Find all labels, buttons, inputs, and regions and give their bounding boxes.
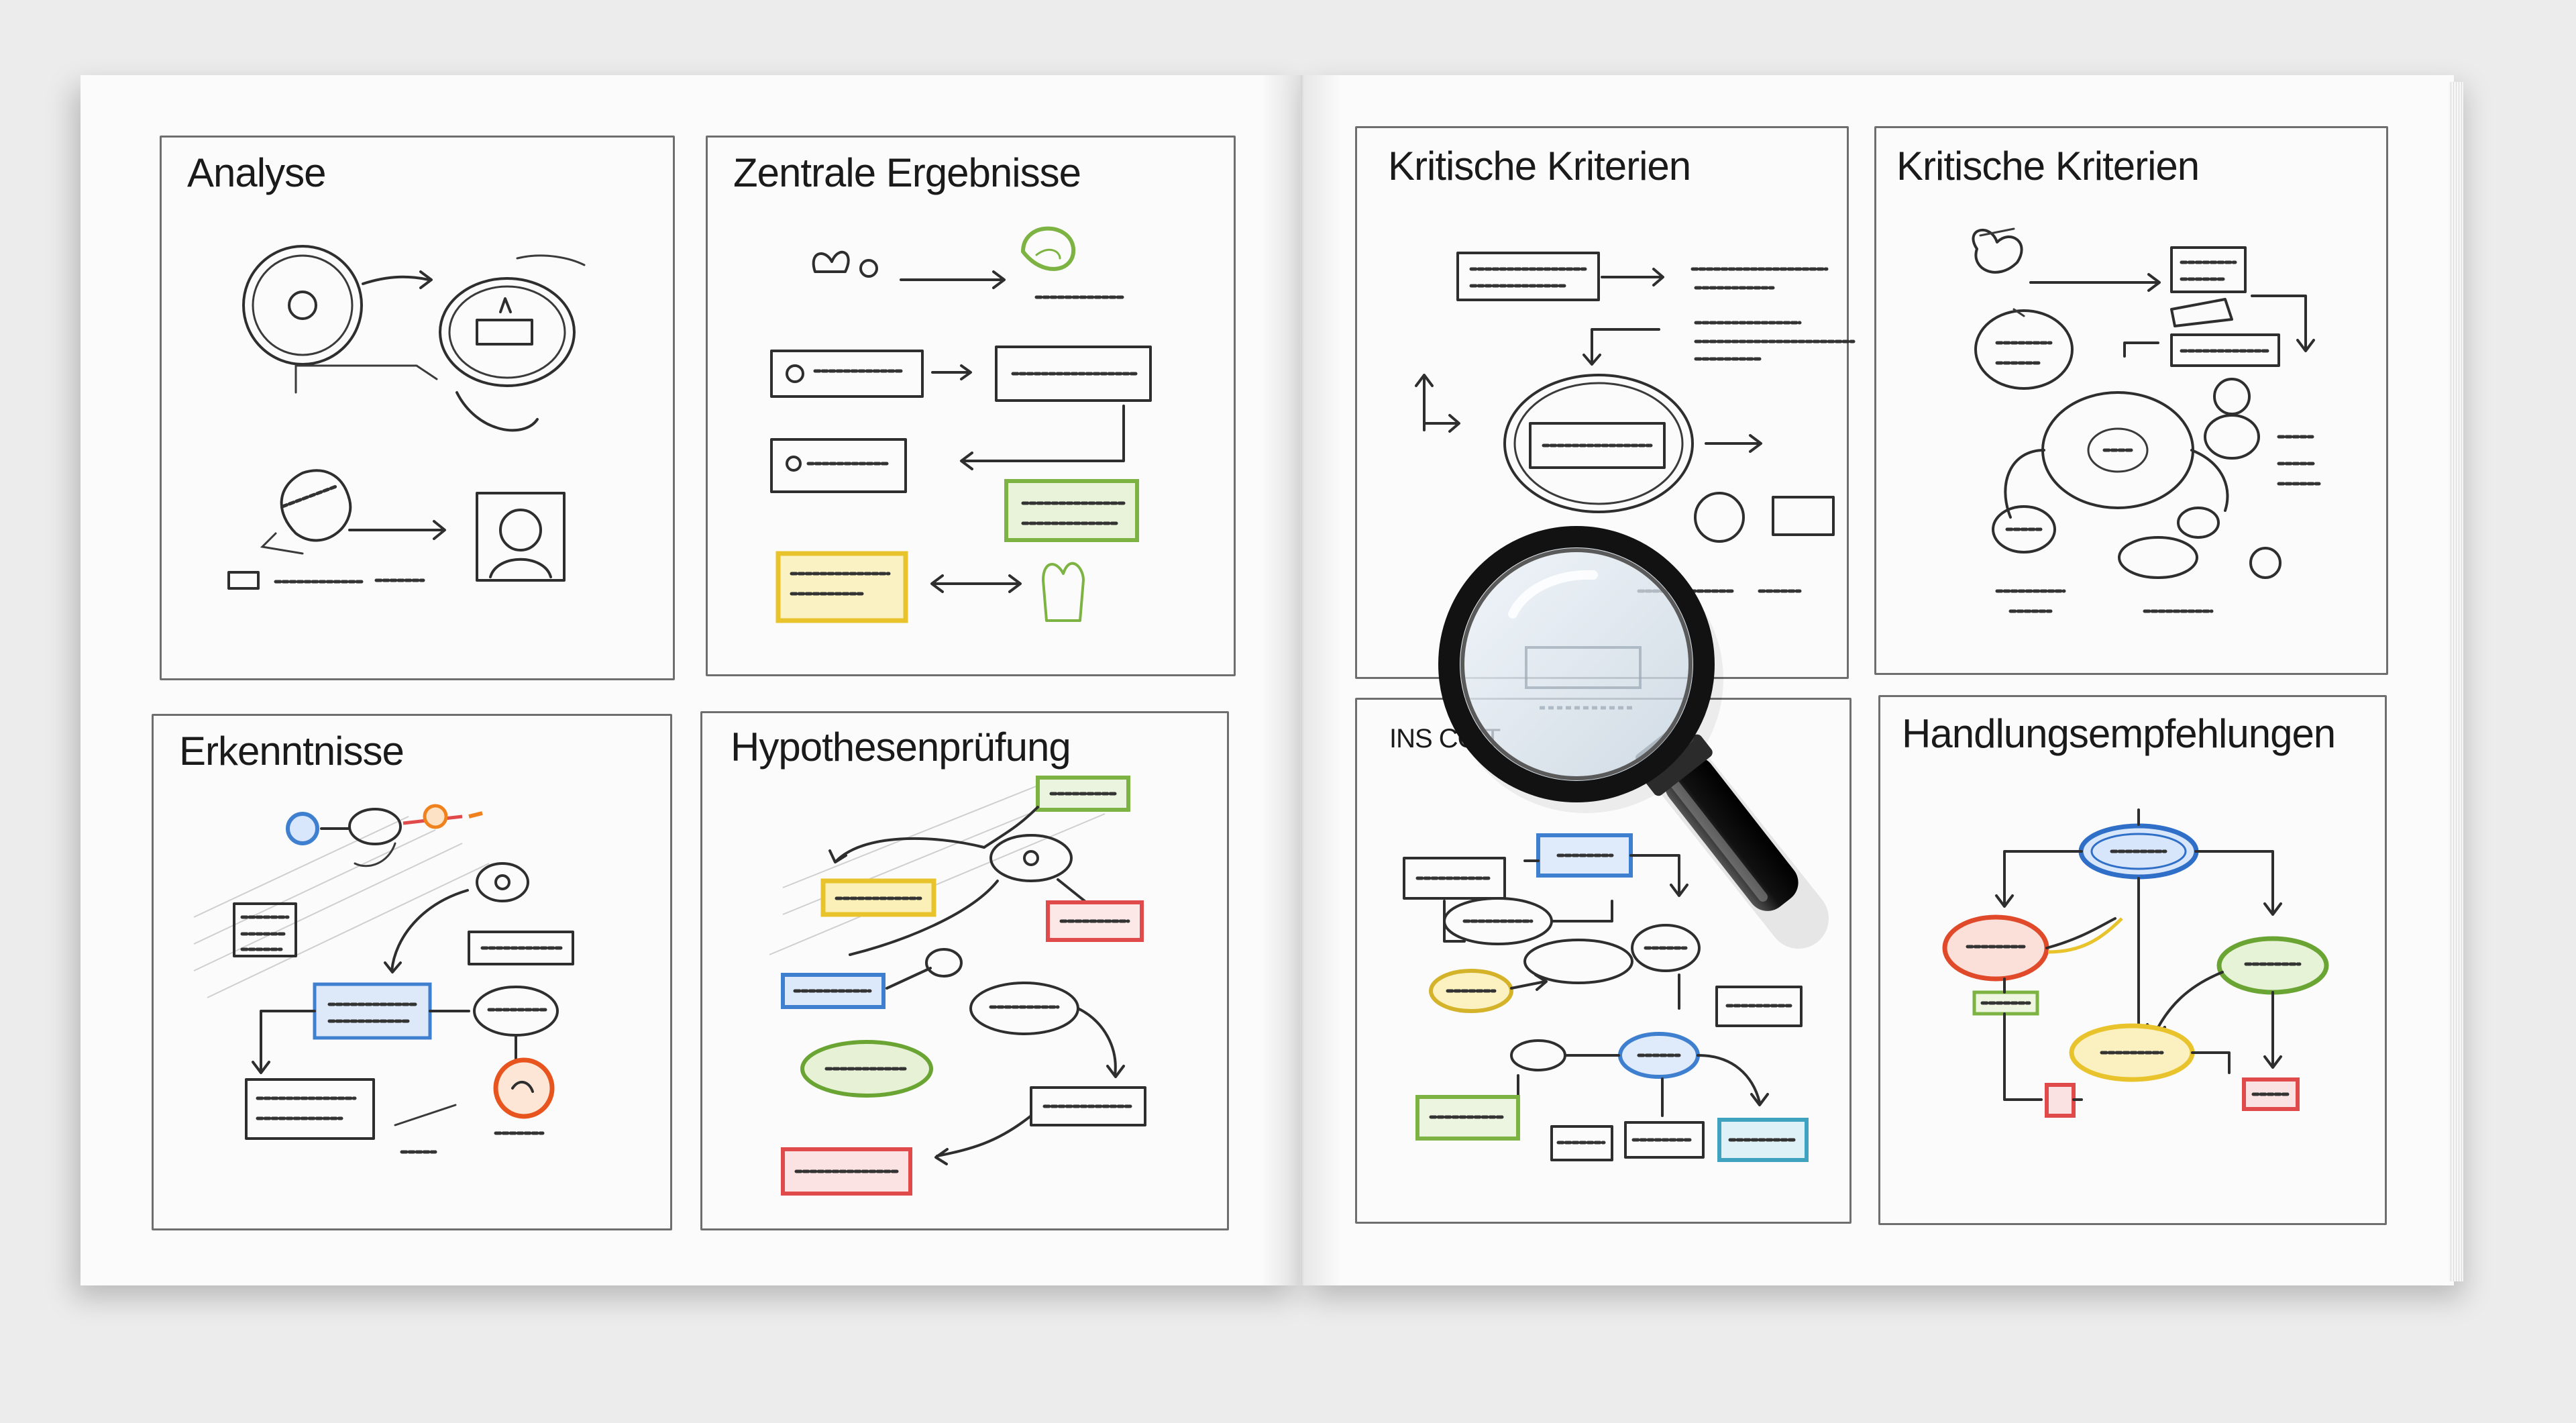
erkenntnisse-sketch (193, 804, 574, 1154)
zentrale-ergebnisse-sketch (770, 226, 1152, 623)
inscoit-sketch (1403, 833, 1809, 1162)
magnifying-glass-icon (1438, 526, 1829, 949)
panel-inscoit: INS COIT (1355, 698, 1851, 1224)
panel-hypothesenpruefung: Hypothesenprüfung (700, 711, 1229, 1230)
hypothesenpruefung-sketch (769, 776, 1146, 1196)
page-edge-stack (2449, 82, 2463, 1281)
panel-kritische-kriterien-1: Kritische Kriterien (1355, 126, 1856, 679)
panel-title: Analyse (187, 150, 326, 195)
panel-title: Erkenntnisse (179, 729, 405, 774)
panel-title: Handlungsempfehlungen (1902, 711, 2336, 756)
panel-kritische-kriterien-2: Kritische Kriterien (1874, 126, 2388, 675)
panel-handlungsempfehlungen: Handlungsempfehlungen (1878, 695, 2387, 1225)
panel-erkenntnisse: Erkenntnisse (152, 714, 672, 1230)
panel-title: Hypothesenprüfung (731, 725, 1071, 770)
book-gutter (1261, 75, 1342, 1285)
panel-zentrale-ergebnisse: Zentrale Ergebnisse (706, 136, 1236, 676)
left-page (80, 75, 1300, 1285)
panel-title: Zentrale Ergebnisse (733, 150, 1081, 195)
kritische-kriterien-2-sketch (1972, 227, 2321, 613)
handlungsempfehlungen-sketch (1942, 808, 2329, 1118)
panel-title: Kritische Kriterien (1388, 144, 1691, 189)
analyse-sketch (227, 245, 586, 590)
panel-analyse: Analyse (160, 136, 675, 680)
panel-title: Kritische Kriterien (1896, 144, 2200, 189)
kritische-kriterien-1-sketch (1415, 252, 1856, 593)
